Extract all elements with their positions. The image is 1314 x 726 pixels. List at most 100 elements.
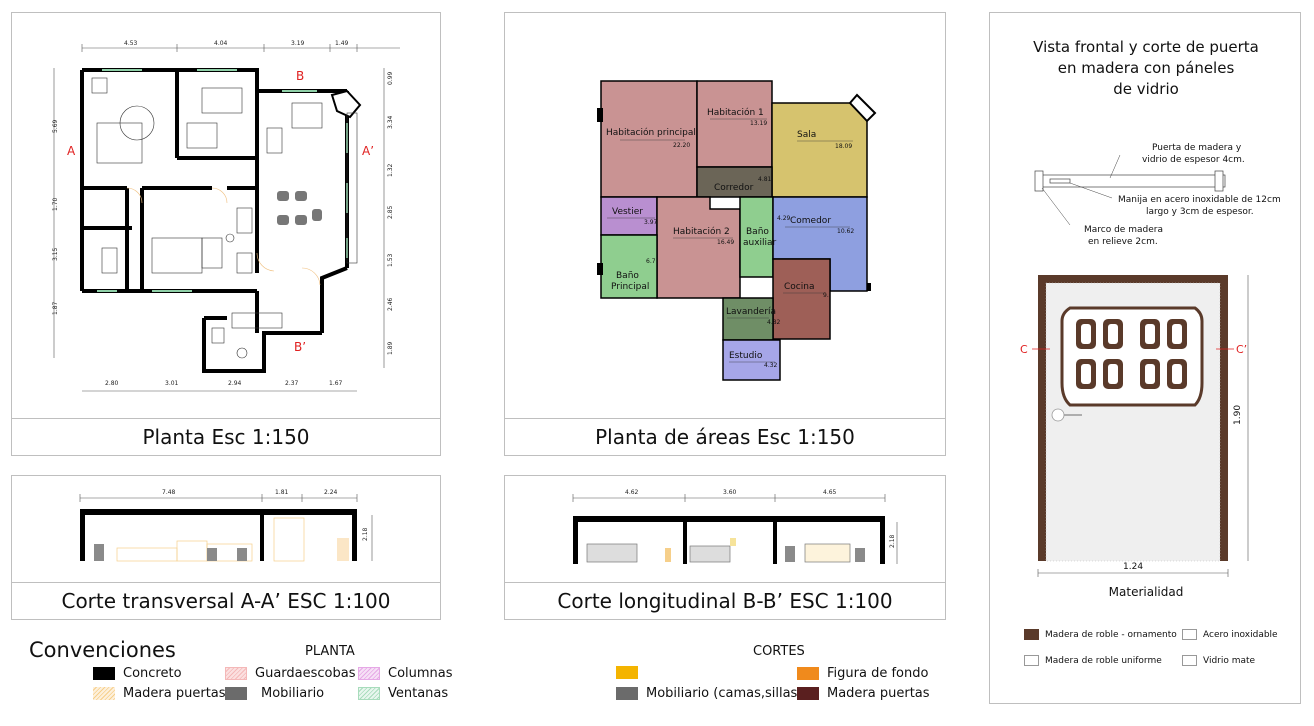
legend-label-mobiliario: Mobiliario [261, 686, 325, 701]
legend-label-columnas: Columnas [388, 666, 453, 681]
material-oak-uniform: Madera de roble uniforme [1024, 655, 1162, 666]
material-label-stainless-steel: Acero inoxidable [1203, 629, 1278, 640]
door-width-dim: 1.24 [1123, 562, 1143, 572]
legend-columnas: Columnas [358, 666, 453, 681]
section-b-panel: 4.62 3.60 4.65 2.18 [504, 475, 946, 583]
room-area-corredor: 4.81 [758, 176, 772, 183]
dim-left-2: 1.70 [52, 197, 59, 211]
section-b-dim-1: 4.62 [625, 489, 639, 496]
legend-swatch-concreto [93, 667, 115, 680]
dim-top-2: 4.04 [214, 40, 228, 47]
door-note-2-line-1: Manija en acero inoxidable de 12cm [1118, 195, 1281, 205]
dim-top-3: 3.19 [291, 40, 305, 47]
room-area-habitacion-principal: 22.20 [673, 142, 690, 149]
dim-bottom-3: 2.94 [228, 380, 242, 387]
room-sala [771, 102, 868, 198]
door-title: Vista frontal y corte de puerta en mader… [990, 37, 1302, 100]
material-label-oak-ornament: Madera de roble - ornamento [1045, 629, 1177, 640]
door-note-1-line-2: vidrio de espesor 4cm. [1142, 155, 1245, 165]
section-label-a-prime: A’ [362, 144, 374, 158]
legend-swatch-madera-puertas [93, 687, 115, 700]
dim-right-4: 2.85 [387, 205, 394, 219]
room-area-cocina: 9. [823, 292, 829, 299]
room-label-bano-principal-1: Baño [616, 271, 639, 281]
legend-swatch-mobiliario [225, 687, 247, 700]
dim-left-3: 3.15 [52, 247, 59, 261]
dim-bottom-1: 2.80 [105, 380, 119, 387]
material-swatch-frosted-glass [1182, 655, 1197, 666]
section-a-dim-1: 7.48 [162, 489, 176, 496]
section-label-b-prime: B’ [294, 340, 306, 354]
door-note-3-line-2: en relieve 2cm. [1088, 237, 1158, 247]
room-estudio [722, 339, 781, 381]
legend-concreto: Concreto [93, 666, 182, 681]
door-drawing: Puerta de madera y vidrio de espesor 4cm… [1020, 143, 1281, 577]
material-label-frosted-glass: Vidrio mate [1203, 655, 1256, 666]
door-note-1-line-1: Puerta de madera y [1152, 143, 1242, 153]
room-area-bano-auxiliar: 4.29 [777, 215, 791, 222]
legend-label-figura-fondo: Figura de fondo [827, 666, 929, 681]
legend-label-guardaescobas: Guardaescobas [255, 666, 356, 681]
legend-swatch-figura-fondo [797, 667, 819, 680]
room-label-corredor: Corredor [714, 183, 754, 193]
legend-swatch-madera-puertas-cortes [797, 687, 819, 700]
legend-mobiliario: Mobiliario [225, 686, 324, 701]
conventions-title: Convenciones [29, 638, 176, 662]
room-habitacion-1 [696, 80, 773, 168]
room-label-vestier: Vestier [612, 207, 643, 217]
room-area-bano-principal: 6.7 [646, 258, 656, 265]
floor-plan-caption: Planta Esc 1:150 [11, 418, 441, 456]
material-swatch-oak-uniform [1024, 655, 1039, 666]
section-b-drawing: 4.62 3.60 4.65 2.18 [572, 489, 898, 564]
room-label-estudio: Estudio [729, 351, 763, 361]
dim-right-1: 0.99 [387, 71, 394, 85]
floor-plan-panel: 4.53 4.04 3.19 1.49 2.80 3.01 2.94 2.37 … [11, 12, 441, 428]
dim-bottom-5: 1.67 [329, 380, 343, 387]
material-frosted-glass: Vidrio mate [1182, 655, 1255, 666]
dim-right-5: 1.53 [387, 253, 394, 267]
dim-top-4: 1.49 [335, 40, 349, 47]
dim-bottom-2: 3.01 [165, 380, 179, 387]
legend-swatch-cortes-yellow [616, 666, 638, 679]
room-bano-auxiliar [739, 196, 774, 278]
legend-madera-puertas-cortes: Madera puertas [797, 686, 930, 701]
door-title-line-3: de vidrio [1113, 80, 1179, 98]
room-area-vestier: 3.97 [644, 219, 658, 226]
room-area-estudio: 4.32 [764, 362, 778, 369]
section-a-dim-2: 1.81 [275, 489, 289, 496]
dim-right-2: 3.34 [387, 115, 394, 129]
door-note-2-line-2: largo y 3cm de espesor. [1146, 207, 1254, 217]
room-area-sala: 18.09 [835, 143, 852, 150]
door-title-line-2: en madera con páneles [1057, 59, 1235, 77]
legend-swatch-columnas [358, 667, 380, 680]
room-label-habitacion-principal: Habitación principal [606, 127, 696, 138]
materiality-title: Materialidad [1108, 585, 1184, 599]
material-swatch-stainless-steel [1182, 629, 1197, 640]
area-plan-drawing: Habitación principal 22.20 Habitación 1 … [597, 80, 877, 381]
legend-guardaescobas: Guardaescobas [225, 666, 355, 681]
material-label-oak-uniform: Madera de roble uniforme [1045, 655, 1162, 666]
room-area-comedor: 10.62 [837, 228, 854, 235]
legend-mobiliario-cortes: Mobiliario (camas,sillas) [616, 686, 802, 701]
legend-swatch-ventanas [358, 687, 380, 700]
room-area-habitacion-2: 16.49 [717, 239, 734, 246]
legend-label-madera-puertas-cortes: Madera puertas [827, 686, 930, 701]
section-a-drawing: 7.48 1.81 2.24 2.18 [79, 489, 373, 562]
door-cut-label-right: C’ [1236, 343, 1247, 356]
legend-figura-fondo: Figura de fondo [797, 666, 928, 681]
legend-swatch-mobiliario-cortes [616, 687, 638, 700]
dim-bottom-4: 2.37 [285, 380, 299, 387]
section-a-dim-3: 2.24 [324, 489, 338, 496]
legend-label-concreto: Concreto [123, 666, 182, 681]
legend-cortes-yellow [616, 666, 646, 679]
door-height-dim: 1.90 [1233, 405, 1243, 425]
material-stainless-steel: Acero inoxidable [1182, 629, 1278, 640]
legend-label-madera-puertas: Madera puertas [123, 686, 226, 701]
room-label-bano-principal-2: Principal [611, 282, 649, 292]
section-b-dim-2: 3.60 [723, 489, 737, 496]
dim-left-4: 1.87 [52, 301, 59, 315]
room-area-habitacion-1: 13.19 [750, 120, 767, 127]
door-panel: Vista frontal y corte de puerta en mader… [989, 12, 1301, 704]
room-habitacion-principal [600, 80, 698, 198]
room-corredor [696, 166, 773, 198]
